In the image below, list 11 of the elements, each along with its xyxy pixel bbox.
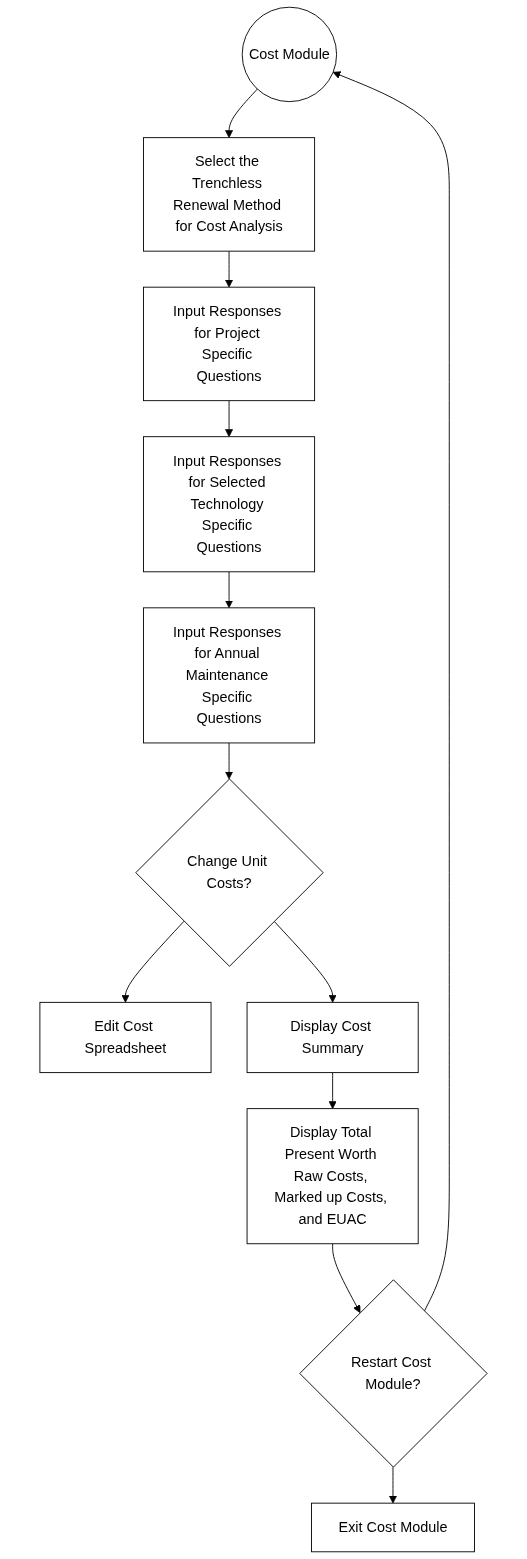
- node-box: Input Responses for Selected Technology Specific Questions: [143, 436, 316, 573]
- node-box: Exit Cost Module: [311, 1502, 475, 1553]
- node-box: Input Responses for Project Specific Questions: [143, 286, 316, 402]
- node-diamond: Change Unit Costs?: [135, 778, 324, 967]
- node-box: Display Cost Summary: [246, 1001, 419, 1074]
- node-diamond: Restart Cost Module?: [299, 1279, 488, 1468]
- node-box: Select the Trenchless Renewal Method for Cost Analysis: [143, 137, 316, 252]
- node-box: Edit Cost Spreadsheet: [39, 1001, 212, 1074]
- node-circle: Cost Module: [241, 6, 338, 103]
- node-box: Display Total Present Worth Raw Costs, Marked up Costs, and EUAC: [246, 1108, 419, 1245]
- node-box: Input Responses for Annual Maintenance Specific Questions: [143, 607, 316, 744]
